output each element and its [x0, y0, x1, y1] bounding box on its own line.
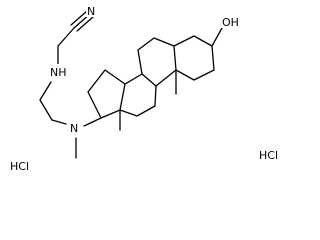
- bond-ch2-c: [57, 27, 75, 47]
- ring-b-bonds: [137, 37, 177, 87]
- atom-labels: N NH N OH: [49, 4, 243, 135]
- ring-b: [137, 37, 177, 87]
- ring-d-bonds: [87, 69, 126, 119]
- bond-c3-oh: [211, 27, 223, 47]
- hcl-left-label: HCl: [10, 160, 29, 173]
- ring-a-bonds: [173, 35, 215, 81]
- bond-triple-2: [70, 10, 88, 26]
- bond-triple-3: [76, 16, 94, 32]
- bond-ch2-n: [51, 119, 67, 125]
- bond-ch2-ch2: [39, 99, 53, 121]
- ring-c-bonds: [119, 73, 157, 117]
- hydroxyl-label: OH: [222, 16, 239, 29]
- ring-d: [87, 69, 126, 119]
- structure-diagram: N NH N OH HCl HCl: [10, 4, 279, 173]
- bond-n-c17: [83, 117, 102, 127]
- tertiary-amine-label: N: [70, 122, 78, 135]
- ring-c: [119, 73, 157, 131]
- nitrile-nitrogen-label: N: [87, 5, 95, 18]
- ring-a: [173, 27, 223, 95]
- linker-chain: [39, 45, 102, 159]
- salt-labels: HCl HCl: [10, 149, 278, 173]
- bond-nh-ch2: [39, 81, 52, 101]
- molecule-drawing: N NH N OH HCl HCl: [10, 4, 278, 173]
- hcl-right-label: HCl: [259, 149, 278, 162]
- secondary-amine-label: NH: [50, 66, 67, 79]
